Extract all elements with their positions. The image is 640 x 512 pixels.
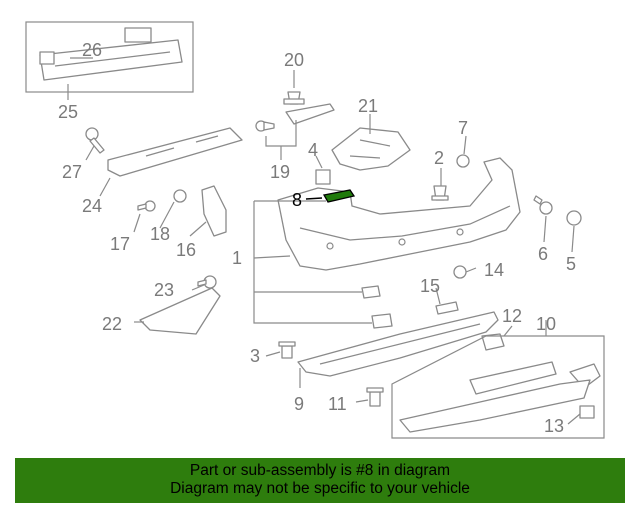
callout-18: 18 bbox=[150, 224, 170, 244]
callout-24: 24 bbox=[82, 196, 102, 216]
callout-1: 1 bbox=[232, 248, 242, 268]
callout-25: 25 bbox=[58, 102, 78, 122]
leader-8 bbox=[305, 197, 323, 200]
callout-21: 21 bbox=[358, 96, 378, 116]
callout-7: 7 bbox=[458, 118, 468, 138]
callout-17: 17 bbox=[110, 234, 130, 254]
bracket-16 bbox=[201, 185, 227, 237]
banner-line-1: Part or sub-assembly is #8 in diagram bbox=[189, 462, 451, 479]
banner-line-2: Diagram may not be specific to your vehi… bbox=[170, 480, 470, 497]
retainer-bracket-21 bbox=[331, 127, 411, 171]
info-banner: Part or sub-assembly is #8 in diagram Di… bbox=[15, 458, 625, 503]
callout-5: 5 bbox=[566, 254, 576, 274]
screw-17 bbox=[137, 200, 156, 212]
callout-14: 14 bbox=[484, 260, 504, 280]
callout-19: 19 bbox=[270, 162, 290, 182]
callout-13: 13 bbox=[544, 416, 564, 436]
leader-lines bbox=[67, 57, 581, 425]
callout-11: 11 bbox=[328, 394, 347, 414]
callout-3: 3 bbox=[250, 346, 260, 366]
spacer-4 bbox=[315, 169, 331, 185]
callout-16: 16 bbox=[176, 240, 196, 260]
clip-bracket-upper bbox=[361, 285, 381, 299]
bracket-19 bbox=[255, 103, 335, 132]
bumper-cover-1 bbox=[277, 157, 521, 271]
callout-22: 22 bbox=[102, 314, 122, 334]
callout-6: 6 bbox=[538, 244, 548, 264]
callout-15: 15 bbox=[420, 276, 440, 296]
highlighted-part-8 bbox=[322, 189, 356, 203]
reflector-22 bbox=[139, 287, 221, 335]
clip-14 bbox=[453, 265, 467, 279]
callout-20: 20 bbox=[284, 50, 304, 70]
bolt-27 bbox=[85, 127, 105, 154]
callout-23: 23 bbox=[154, 280, 174, 300]
clip-3 bbox=[278, 341, 296, 359]
callout-27: 27 bbox=[62, 162, 82, 182]
diffuser-assembly-10 bbox=[391, 335, 605, 439]
clip-11 bbox=[366, 387, 384, 407]
retainer-15 bbox=[435, 301, 459, 315]
bolt-6 bbox=[533, 195, 553, 215]
callout-numbers: 26 25 27 24 20 19 21 4 2 7 8 17 18 16 1 … bbox=[58, 40, 576, 436]
callout-10: 10 bbox=[536, 314, 556, 334]
cap-5 bbox=[566, 210, 582, 226]
reinforcement-assembly bbox=[25, 21, 194, 93]
callout-26: 26 bbox=[82, 40, 102, 60]
bracket-12 bbox=[481, 333, 505, 351]
energy-absorber bbox=[107, 127, 243, 177]
callout-9: 9 bbox=[294, 394, 304, 414]
parts-diagram: 26 25 27 24 20 19 21 4 2 7 8 17 18 16 1 … bbox=[25, 21, 605, 439]
callout-8: 8 bbox=[292, 190, 302, 210]
callout-4: 4 bbox=[308, 140, 318, 160]
screw-23 bbox=[197, 275, 217, 289]
clip-2 bbox=[431, 185, 449, 201]
clip-bracket-lower bbox=[371, 313, 393, 329]
clip-20 bbox=[283, 91, 305, 105]
callout-12: 12 bbox=[502, 306, 522, 326]
nut-18 bbox=[173, 189, 187, 203]
grommet-7 bbox=[456, 154, 470, 168]
callout-2: 2 bbox=[434, 148, 444, 168]
